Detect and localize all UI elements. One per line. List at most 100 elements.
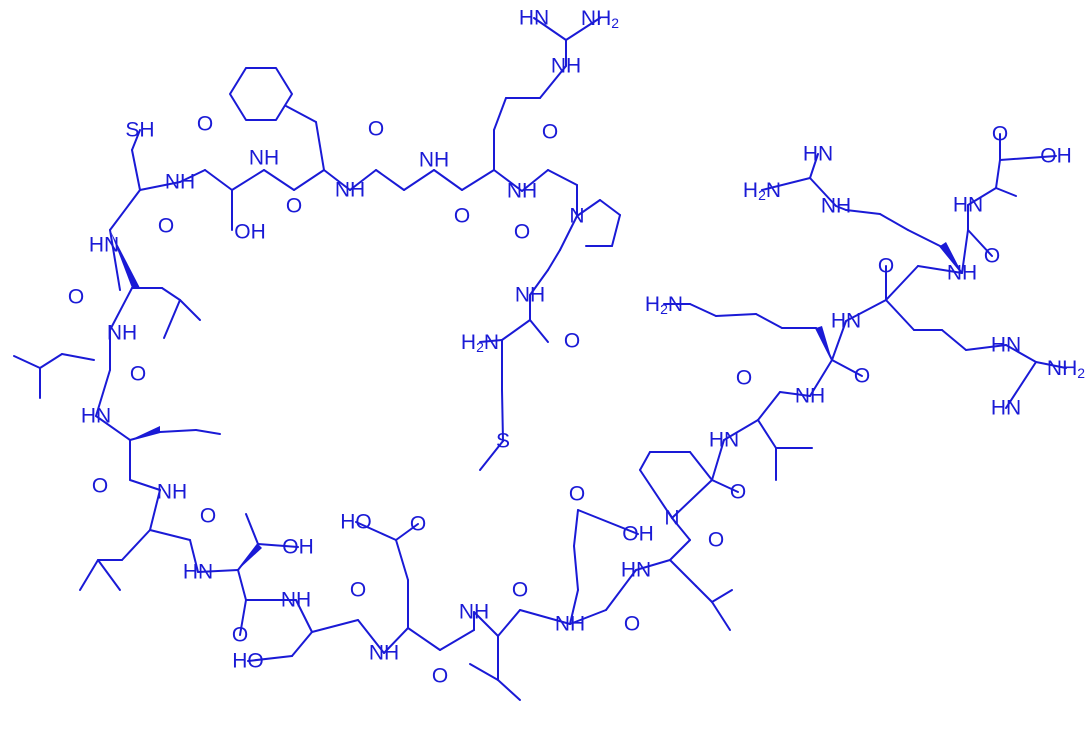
atom-label-arg2-o: O <box>878 255 894 278</box>
atom-label-pro2-n: N <box>664 507 679 530</box>
bond-128 <box>831 320 847 361</box>
atom-label-thr-o: O <box>232 624 248 647</box>
bond-48 <box>109 287 133 331</box>
bond-107 <box>639 469 673 519</box>
bond-148 <box>961 229 969 274</box>
atom-label-ala2-o: O <box>992 123 1008 146</box>
wedge-bond-3 <box>816 326 832 360</box>
atom-label-arg1-nh2: NH2 <box>581 7 619 32</box>
bond-123 <box>755 313 783 329</box>
bond-94 <box>569 589 579 625</box>
bond-143 <box>845 209 881 215</box>
bond-82 <box>395 539 409 581</box>
bond-83 <box>395 523 419 541</box>
atom-label-val-hn: HN <box>709 429 739 452</box>
bond-147 <box>809 177 837 207</box>
bond-41 <box>599 199 621 216</box>
atom-label-cys-o: O <box>158 215 174 238</box>
bond-0 <box>533 17 567 41</box>
bond-153 <box>995 159 1001 189</box>
bond-101 <box>669 559 697 587</box>
bond-76 <box>291 631 313 657</box>
atom-label-glu-nh: NH <box>369 642 399 665</box>
bond-18 <box>139 181 181 191</box>
bond-12 <box>323 169 351 191</box>
bond-22 <box>285 105 317 123</box>
atom-label-glu-o-side: O <box>410 513 426 536</box>
bond-106 <box>671 517 691 541</box>
wedge-bond-4 <box>940 242 962 273</box>
bond-96 <box>573 509 579 547</box>
atom-label-asp-o-side: O <box>569 483 585 506</box>
atom-label-arg3-side-nh: NH <box>821 195 851 218</box>
atom-label-leu3-o: O <box>92 475 108 498</box>
bond-3 <box>539 65 567 99</box>
atom-label-ser2-ho: HO <box>232 650 264 673</box>
bond-152 <box>995 187 1017 197</box>
bond-93 <box>519 609 571 625</box>
atom-label-asp-oh: OH <box>622 523 654 546</box>
bond-70 <box>257 543 299 548</box>
atom-label-ile-nh: NH <box>459 601 489 624</box>
atom-label-ser1-o: O <box>197 113 213 136</box>
bond-71 <box>245 513 259 545</box>
atom-label-leu1-o: O <box>68 286 84 309</box>
bond-131 <box>885 299 915 331</box>
bond-25 <box>131 129 141 151</box>
bond-62 <box>121 529 151 561</box>
bond-64 <box>79 559 99 591</box>
bond-113 <box>711 439 725 481</box>
atom-label-arg2-side-hn: HN <box>991 334 1021 357</box>
bond-58 <box>195 429 221 435</box>
bond-50 <box>95 369 111 417</box>
atom-label-arg2-hn: HN <box>831 310 861 333</box>
atom-label-cys-nh: NH <box>165 171 195 194</box>
atom-label-ala2-hn: HN <box>953 194 983 217</box>
bond-127 <box>831 359 863 377</box>
bond-68 <box>197 569 239 573</box>
bond-55 <box>95 415 131 441</box>
bond-105 <box>669 539 691 561</box>
atom-label-pro1-o: O <box>542 121 558 144</box>
atom-label-met-o: O <box>564 330 580 353</box>
atom-label-arg3-hn: HN <box>803 143 833 166</box>
bond-80 <box>383 627 409 654</box>
bond-125 <box>689 303 717 317</box>
atom-label-asp-nh: NH <box>555 613 585 636</box>
bond-112 <box>711 479 739 493</box>
bond-9 <box>403 169 435 191</box>
bond-155 <box>999 155 1057 161</box>
bond-35 <box>479 339 503 343</box>
bond-102 <box>695 585 713 603</box>
wedge-bond-2 <box>238 544 262 570</box>
bond-104 <box>711 601 731 631</box>
bond-10 <box>375 169 405 191</box>
bond-103 <box>711 589 733 603</box>
atom-label-phe-o: O <box>286 195 302 218</box>
bond-78 <box>311 619 359 633</box>
bond-45 <box>161 287 181 301</box>
atom-label-val-o: O <box>736 367 752 390</box>
atom-label-arg2-nh2: NH2 <box>1047 357 1085 382</box>
bond-36 <box>529 319 549 343</box>
atom-label-gly-o: O <box>368 118 384 141</box>
bond-1 <box>565 17 601 41</box>
atom-label-ser1-oh: OH <box>234 221 266 244</box>
bond-24 <box>131 149 141 191</box>
bond-47 <box>163 299 181 339</box>
bond-97 <box>577 509 639 535</box>
atom-label-leu2-nh: NH <box>107 322 137 345</box>
bond-91 <box>469 663 499 681</box>
atom-label-gly-nh: NH <box>419 149 449 172</box>
bond-149 <box>967 229 993 257</box>
bond-14 <box>263 169 295 191</box>
bond-32 <box>529 269 549 296</box>
bond-65 <box>97 559 121 591</box>
bond-99 <box>605 569 637 611</box>
atom-label-arg3-o: O <box>984 245 1000 268</box>
bond-67 <box>189 539 199 573</box>
bond-114 <box>723 419 759 441</box>
atom-label-arg3-h2n: H2N <box>743 179 781 204</box>
atom-label-leu4-nh: NH <box>157 481 187 504</box>
atom-label-leu1-hn: HN <box>89 234 119 257</box>
